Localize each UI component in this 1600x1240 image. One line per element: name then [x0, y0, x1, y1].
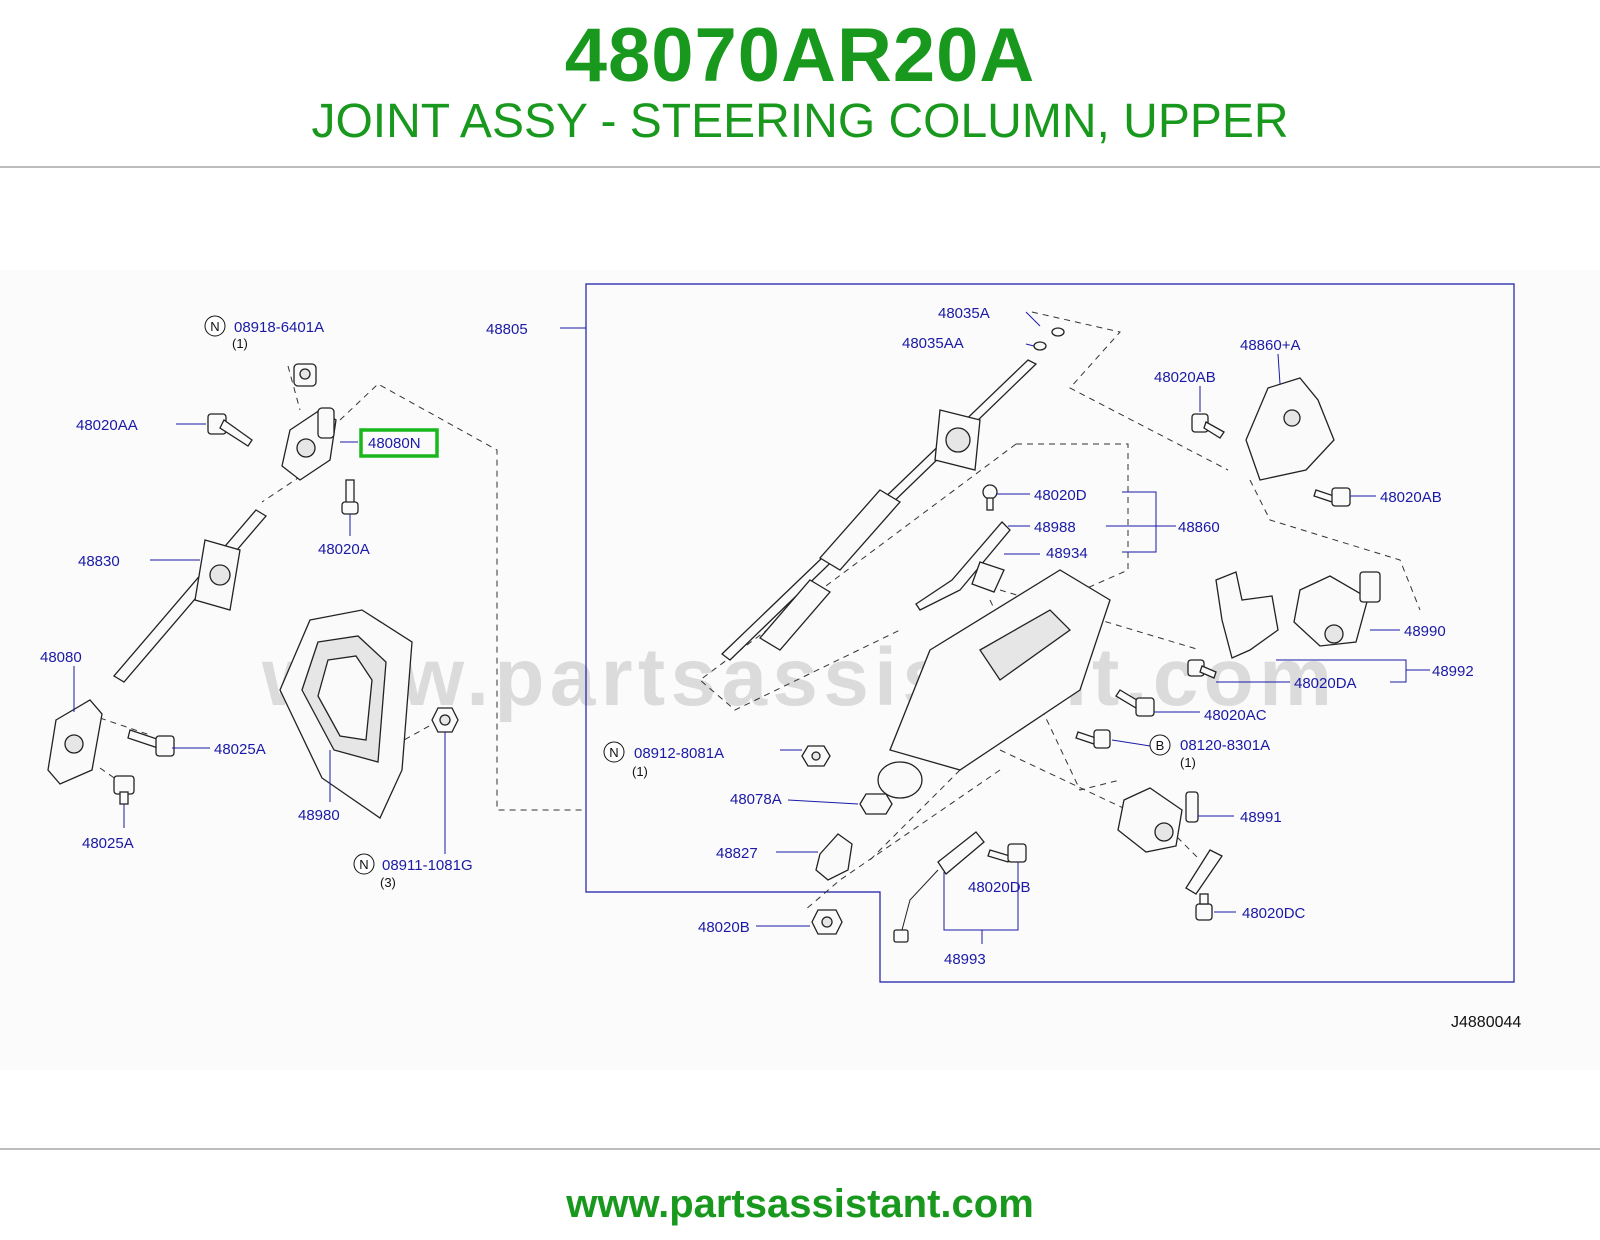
label-48020ab-upper[interactable]: 48020AB	[1154, 369, 1216, 386]
label-48827[interactable]: 48827	[716, 845, 758, 862]
label-48020dc[interactable]: 48020DC	[1242, 905, 1306, 922]
label-48020d[interactable]: 48020D	[1034, 487, 1087, 504]
label-08120-8301a[interactable]: 08120-8301A	[1180, 737, 1270, 754]
label-48020db[interactable]: 48020DB	[968, 879, 1031, 896]
label-48020ac[interactable]: 48020AC	[1204, 707, 1267, 724]
harness-48993-icon	[893, 831, 985, 943]
watermark: www.partsassistant.com	[261, 632, 1332, 723]
column-shaft-icon	[720, 359, 1038, 661]
parts-diagram: www.partsassistant.com	[0, 270, 1600, 1070]
lever-48988-icon	[915, 521, 1011, 611]
bracket-48860a-icon	[1245, 377, 1335, 481]
svg-text:N: N	[609, 745, 618, 760]
label-48830[interactable]: 48830	[78, 553, 120, 570]
label-48020a[interactable]: 48020A	[318, 541, 370, 558]
label-48988[interactable]: 48988	[1034, 519, 1076, 536]
assembly-box	[585, 283, 1515, 983]
nut-48020b-icon	[811, 909, 843, 935]
svg-text:N: N	[359, 857, 368, 872]
label-08918-6401a[interactable]: 08918-6401A	[234, 319, 324, 336]
shaft-48830-icon	[113, 509, 267, 683]
diagram-ref-code: J4880044	[1451, 1014, 1521, 1031]
joint-48080n-icon	[281, 407, 337, 481]
spring-48934-icon	[971, 561, 1005, 593]
label-08911-1081g[interactable]: 08911-1081G	[382, 857, 473, 874]
footer-divider	[0, 1148, 1600, 1150]
label-48078a[interactable]: 48078A	[730, 791, 782, 808]
label-48020da[interactable]: 48020DA	[1294, 675, 1357, 692]
nut-08912-icon	[801, 745, 831, 767]
column-body-icon	[877, 569, 1111, 799]
bolt-48020aa-icon	[207, 413, 253, 447]
label-48993[interactable]: 48993	[944, 951, 986, 968]
label-48992[interactable]: 48992	[1432, 663, 1474, 680]
label-48860a[interactable]: 48860+A	[1240, 337, 1300, 354]
label-48035a[interactable]: 48035A	[938, 305, 990, 322]
label-48934[interactable]: 48934	[1046, 545, 1088, 562]
label-48080n[interactable]: 48080N	[368, 435, 421, 452]
bolt-48025a-upper-icon	[127, 729, 175, 757]
bracket-48992-icon	[1215, 571, 1279, 659]
bolt-48020da-icon	[1187, 659, 1217, 679]
badge-n-08911: N	[353, 853, 375, 875]
label-48025a-upper[interactable]: 48025A	[214, 741, 266, 758]
page-header: 48070AR20A JOINT ASSY - STEERING COLUMN,…	[0, 0, 1600, 168]
label-48080[interactable]: 48080	[40, 649, 82, 666]
label-48991[interactable]: 48991	[1240, 809, 1282, 826]
cover-48980-icon	[279, 609, 413, 819]
label-48020ab-lower[interactable]: 48020AB	[1380, 489, 1442, 506]
washer-48078a-icon	[859, 793, 893, 815]
ring-48035a-icon	[1033, 327, 1065, 351]
label-08912-8081a[interactable]: 08912-8081A	[634, 745, 724, 762]
label-48020aa[interactable]: 48020AA	[76, 417, 138, 434]
bolt-48020ab-upper-icon	[1191, 413, 1225, 439]
part-description: JOINT ASSY - STEERING COLUMN, UPPER	[311, 95, 1289, 148]
badge-n-08918: N	[204, 315, 226, 337]
bolt-48025a-lower-icon	[113, 775, 135, 805]
qty-08120: (1)	[1180, 755, 1196, 770]
label-48805[interactable]: 48805	[486, 321, 528, 338]
switch-48991-icon	[1117, 787, 1223, 895]
qty-08911: (3)	[380, 875, 396, 890]
nut-08911-icon	[431, 707, 459, 733]
footer-site-link[interactable]: www.partsassistant.com	[566, 1182, 1034, 1226]
label-48990[interactable]: 48990	[1404, 623, 1446, 640]
screw-48020d-icon	[982, 484, 998, 511]
sensor-48990-icon	[1293, 571, 1381, 647]
highlight-48080n-box	[359, 428, 439, 458]
part-number-title: 48070AR20A	[564, 13, 1036, 98]
clip-48827-icon	[815, 833, 853, 881]
qty-08912: (1)	[632, 764, 648, 779]
bolt-48020ab-lower-icon	[1313, 487, 1351, 507]
label-48035aa[interactable]: 48035AA	[902, 335, 964, 352]
bolt-08120-icon	[1075, 729, 1111, 749]
label-48980[interactable]: 48980	[298, 807, 340, 824]
bolt-48020dc-icon	[1195, 893, 1213, 921]
bolt-48020ac-icon	[1115, 689, 1155, 717]
header-divider	[0, 166, 1600, 168]
label-48025a-lower[interactable]: 48025A	[82, 835, 134, 852]
nut-08918-icon	[293, 363, 317, 387]
label-48020b[interactable]: 48020B	[698, 919, 750, 936]
label-48860[interactable]: 48860	[1178, 519, 1220, 536]
svg-text:N: N	[210, 319, 219, 334]
svg-text:B: B	[1156, 738, 1165, 753]
badge-b-08120: B	[1149, 734, 1171, 756]
badge-n-08912: N	[603, 741, 625, 763]
joint-48080-icon	[47, 699, 103, 785]
bolt-48020db-icon	[987, 843, 1027, 863]
qty-08918: (1)	[232, 336, 248, 351]
